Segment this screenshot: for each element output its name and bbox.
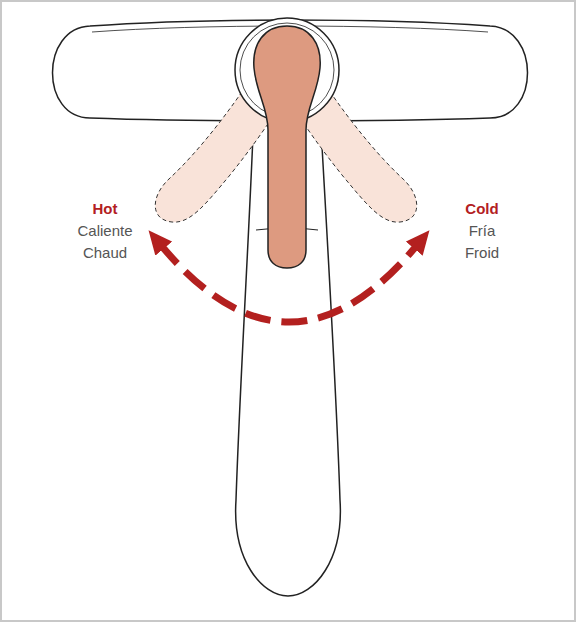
translation-label: Caliente (77, 222, 132, 240)
handle (254, 26, 320, 268)
temperature-label: Hot (93, 200, 118, 218)
temperature-label: Cold (465, 200, 498, 218)
rotation-arrow (160, 244, 418, 322)
translation-label: Fría (469, 222, 496, 240)
translation-label: Chaud (83, 244, 127, 262)
translation-label: Froid (465, 244, 499, 262)
